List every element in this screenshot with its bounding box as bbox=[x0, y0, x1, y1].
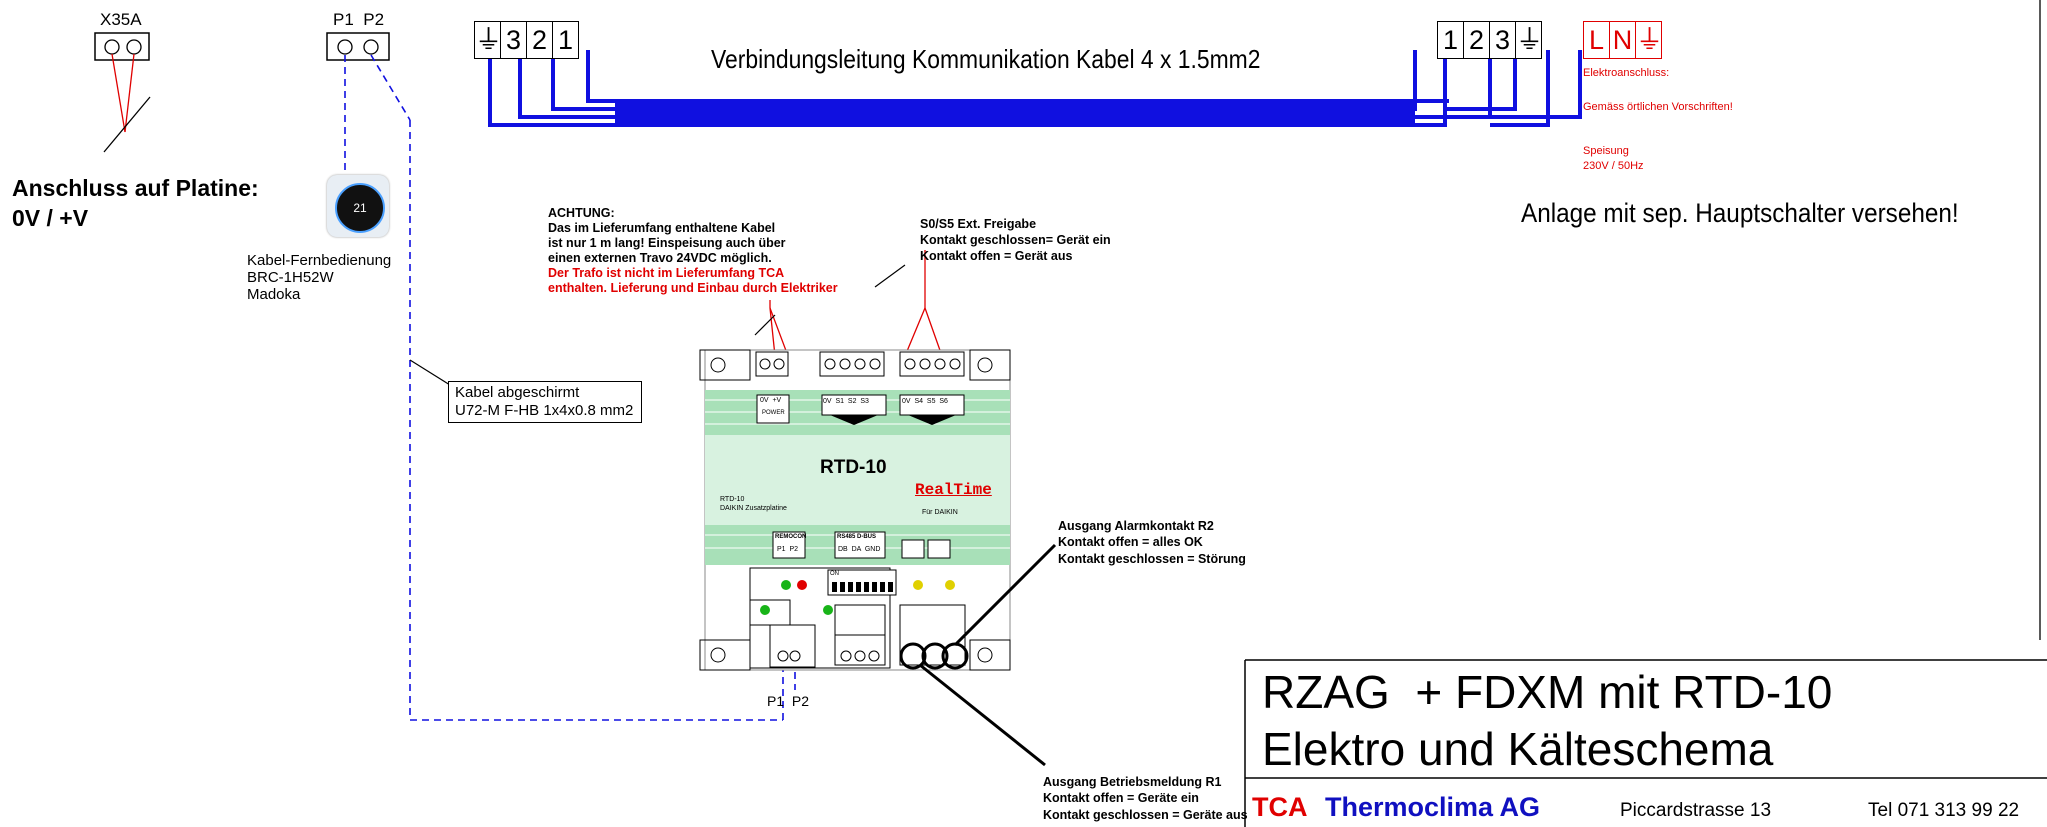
betrieb-2: Kontakt offen = Geräte ein bbox=[1043, 791, 1199, 805]
x35a-terminal bbox=[94, 32, 151, 153]
alarm-2: Kontakt offen = alles OK bbox=[1058, 535, 1203, 549]
freigabe-wires bbox=[769, 250, 943, 357]
shielded-cable-line1: Kabel abgeschirmt bbox=[455, 384, 580, 401]
achtung-1: ACHTUNG: bbox=[548, 206, 615, 220]
board-for-daikin: Für DAIKIN bbox=[922, 509, 958, 516]
company-name: Thermoclima AG bbox=[1325, 792, 1541, 822]
shielded-cable-box: Kabel abgeschirmt U72-M F-HB 1x4x0.8 mm2 bbox=[448, 381, 642, 423]
board-power-pins: 0V +V bbox=[760, 397, 782, 404]
company-logo-tca: TCA bbox=[1252, 792, 1308, 822]
terminal-n: N bbox=[1610, 22, 1636, 58]
power-info-1: Elektroanschluss: bbox=[1583, 67, 1670, 79]
achtung-2: Das im Lieferumfang enthaltene Kabel bbox=[548, 221, 776, 235]
board-s-pins-2: 0V S4 S5 S6 bbox=[902, 398, 948, 405]
title-block-frame bbox=[1244, 659, 2047, 827]
communication-cable bbox=[488, 50, 1582, 127]
terminal-ground: ⏚ bbox=[475, 22, 502, 58]
cable-title: Verbindungsleitung Kommunikation Kabel 4… bbox=[711, 44, 1261, 74]
board-rs485: RS485 D-BUS bbox=[837, 534, 877, 540]
title-line-2: Elektro und Kälteschema bbox=[1262, 723, 1774, 775]
remote-label-3: Madoka bbox=[247, 286, 301, 303]
power-info-3: Speisung bbox=[1583, 145, 1629, 157]
board-on-label: ON bbox=[830, 571, 839, 577]
company-tel: Tel 071 313 99 22 bbox=[1868, 800, 2020, 821]
terminal-3: 3 bbox=[1490, 22, 1516, 58]
achtung-3: ist nur 1 m lang! Einspeisung auch über bbox=[548, 236, 786, 250]
terminal-3: 3 bbox=[501, 22, 527, 58]
rtd10-board bbox=[699, 349, 1011, 671]
s0s5-3: Kontakt offen = Gerät aus bbox=[920, 249, 1073, 263]
terminal-1: 1 bbox=[1438, 22, 1464, 58]
achtung-6: enthalten. Lieferung und Einbau durch El… bbox=[548, 281, 838, 295]
main-switch-note: Anlage mit sep. Hauptschalter versehen! bbox=[1521, 198, 1959, 228]
board-s-pins-1: 0V S1 S2 S3 bbox=[823, 398, 869, 405]
p1p2-top-terminal bbox=[326, 32, 796, 721]
alarm-3: Kontakt geschlossen = Störung bbox=[1058, 552, 1246, 566]
platine-heading: Anschluss auf Platine: bbox=[12, 175, 259, 201]
terminal-1: 1 bbox=[557, 25, 574, 55]
terminal-l: L bbox=[1584, 22, 1610, 58]
betrieb-1: Ausgang Betriebsmeldung R1 bbox=[1043, 775, 1222, 789]
remote-display: 21 bbox=[335, 183, 385, 233]
alarm-1: Ausgang Alarmkontakt R2 bbox=[1058, 519, 1214, 533]
achtung-5: Der Trafo ist nicht im Lieferumfang TCA bbox=[548, 266, 785, 280]
achtung-4: einen externen Travo 24VDC möglich. bbox=[548, 251, 772, 265]
right-terminal-strip: 1 2 3 ⏚ bbox=[1437, 21, 1543, 59]
s0s5-2: Kontakt geschlossen= Gerät ein bbox=[920, 233, 1111, 247]
x35a-label: X35A bbox=[100, 10, 142, 29]
s0s5-1: S0/S5 Ext. Freigabe bbox=[920, 217, 1037, 231]
company-street: Piccardstrasse 13 bbox=[1620, 800, 1772, 821]
board-rs485-pins: DB DA GND bbox=[838, 546, 881, 553]
remote-label-2: BRC-1H52W bbox=[247, 269, 334, 286]
terminal-pe: ⏚ bbox=[1636, 25, 1663, 55]
left-terminal-strip: ⏚ 3 2 1 bbox=[474, 21, 579, 59]
board-p1p2-label: P1 P2 bbox=[767, 693, 810, 709]
board-remocon-pins: P1 P2 bbox=[777, 546, 799, 553]
betrieb-3: Kontakt geschlossen = Geräte aus bbox=[1043, 808, 1248, 822]
power-info-2: Gemäss örtlichen Vorschriften! bbox=[1583, 101, 1733, 113]
board-title: RTD-10 bbox=[820, 457, 887, 478]
power-info-4: 230V / 50Hz bbox=[1583, 160, 1644, 172]
board-sub-2: DAIKIN Zusatzplatine bbox=[720, 505, 787, 512]
board-remocon: REMOCON bbox=[775, 534, 807, 540]
terminal-2: 2 bbox=[527, 22, 553, 58]
p1p2-top-label: P1 P2 bbox=[333, 10, 385, 29]
platine-voltage: 0V / +V bbox=[12, 205, 89, 231]
board-power-tag: POWER bbox=[762, 410, 785, 416]
board-sub-1: RTD-10 bbox=[720, 496, 745, 503]
board-brand-logo: RealTime bbox=[915, 481, 992, 499]
terminal-2: 2 bbox=[1464, 22, 1490, 58]
title-line-1: RZAG + FDXM mit RTD-10 bbox=[1262, 666, 1833, 718]
power-terminal-strip: L N ⏚ bbox=[1583, 21, 1663, 59]
terminal-ground: ⏚ bbox=[1516, 25, 1543, 55]
madoka-remote-icon: 21 bbox=[327, 175, 389, 237]
shielded-cable-line2: U72-M F-HB 1x4x0.8 mm2 bbox=[455, 402, 634, 419]
remote-label-1: Kabel-Fernbedienung bbox=[247, 252, 392, 269]
